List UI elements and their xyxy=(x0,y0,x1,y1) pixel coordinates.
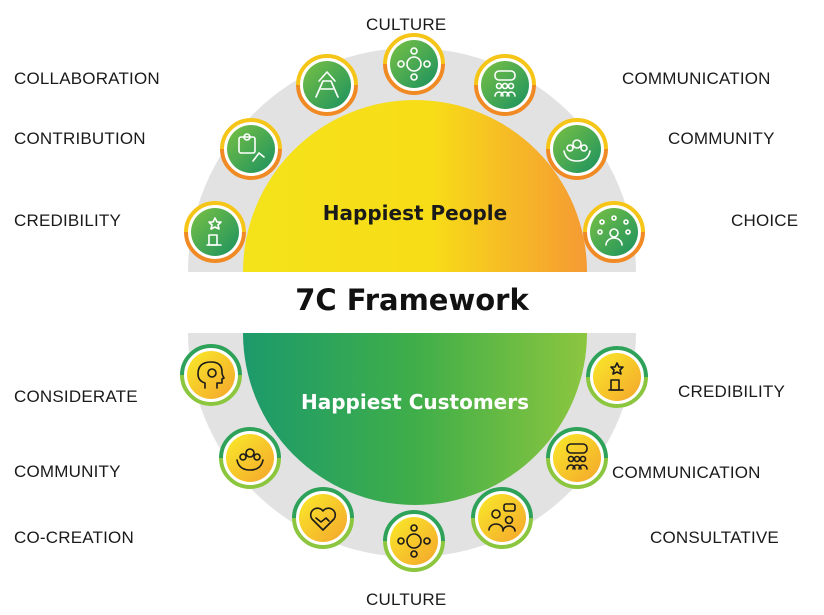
badge-top-credibility xyxy=(184,201,246,263)
label-culture-bottom: CULTURE xyxy=(366,590,447,609)
person-choices-icon xyxy=(597,215,631,246)
badge-bottom-community xyxy=(219,427,281,489)
consultation-icon xyxy=(488,503,516,532)
badge-top-collaboration xyxy=(296,54,358,116)
label-communication-bottom: COMMUNICATION xyxy=(612,463,761,482)
label-communication-top: COMMUNICATION xyxy=(622,69,771,88)
network-people-icon xyxy=(397,47,431,81)
badge-bottom-consultative xyxy=(471,487,533,549)
happiest-people-half xyxy=(243,100,587,272)
badge-top-communication xyxy=(474,54,536,116)
happiest-customers-heading: Happiest Customers xyxy=(300,390,529,414)
label-credibility-bottom: CREDIBILITY xyxy=(678,382,786,401)
label-contribution: CONTRIBUTION xyxy=(14,129,146,148)
group-chat-icon xyxy=(566,443,588,470)
badge-top-contribution xyxy=(220,118,282,180)
hand-star-icon xyxy=(608,362,624,391)
hands-community-icon xyxy=(563,139,591,162)
label-credibility-top: CREDIBILITY xyxy=(14,211,122,230)
badge-bottom-communication xyxy=(546,427,608,489)
framework-title: 7C Framework xyxy=(295,283,529,317)
label-choice: CHOICE xyxy=(731,211,799,230)
label-considerate: CONSIDERATE xyxy=(14,387,138,406)
label-culture-top: CULTURE xyxy=(366,15,447,34)
handshake-heart-icon xyxy=(309,507,337,531)
label-community-bottom: COMMUNITY xyxy=(14,462,121,481)
label-community-top: COMMUNITY xyxy=(668,129,775,148)
group-chat-icon xyxy=(494,70,516,97)
hands-together-icon xyxy=(315,71,339,98)
badge-bottom-credibility xyxy=(586,346,648,408)
badge-top-choice xyxy=(583,201,645,263)
network-people-icon xyxy=(397,524,431,558)
badge-bottom-co-creation xyxy=(292,487,354,549)
badge-bottom-considerate xyxy=(180,344,242,406)
badge-top-community xyxy=(546,118,608,180)
badge-top-culture xyxy=(383,33,445,95)
label-co-creation: CO-CREATION xyxy=(14,528,134,547)
happiest-customers-half xyxy=(243,333,587,505)
label-consultative: CONSULTATIVE xyxy=(650,528,779,547)
puzzle-hand-icon xyxy=(238,133,265,162)
hands-community-icon xyxy=(236,448,264,471)
happiest-people-heading: Happiest People xyxy=(322,201,508,225)
hand-star-icon xyxy=(206,217,222,246)
head-thought-icon xyxy=(197,361,225,389)
badge-bottom-culture xyxy=(383,510,445,572)
label-collaboration: COLLABORATION xyxy=(14,69,160,88)
